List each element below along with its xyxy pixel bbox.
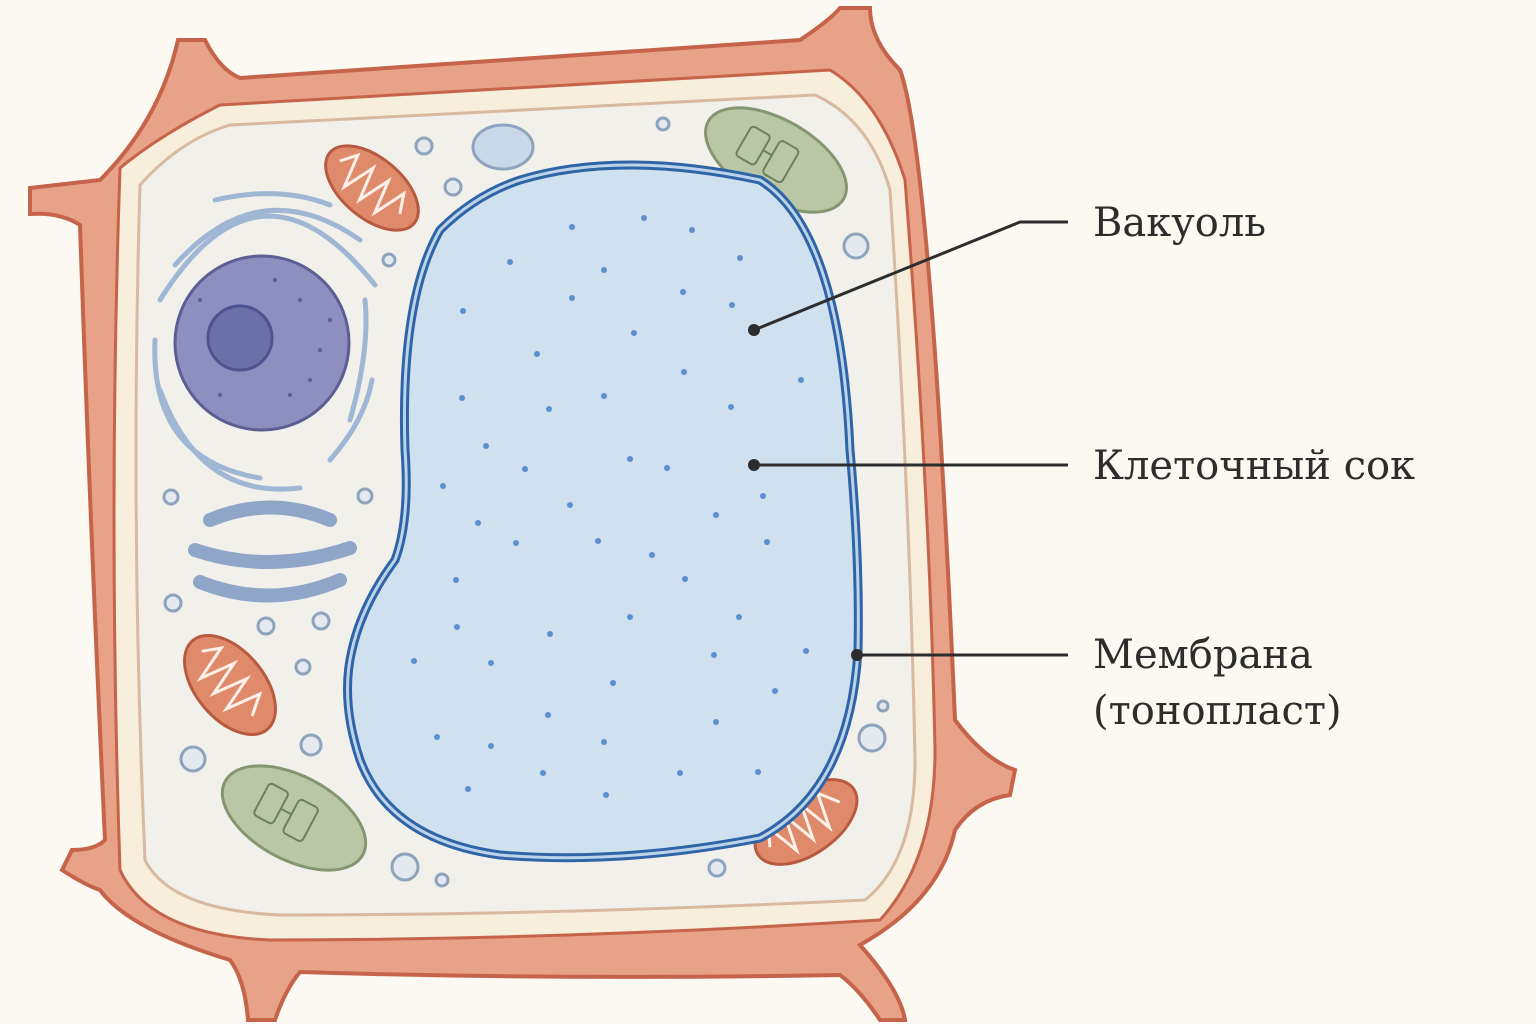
endoplasmic-reticulum (152, 191, 378, 492)
leader-lines (753, 220, 1068, 657)
vesicles (162, 116, 890, 888)
nucleolus (206, 304, 274, 372)
cell-sap-label: Клеточный сок (1093, 443, 1415, 489)
nucleus (173, 254, 351, 432)
vacuole-pointer-dot (748, 324, 760, 336)
vacuole-leader-line (753, 220, 1068, 332)
tonoplast-highlight (346, 163, 860, 860)
cell-sap-pointer-dot (748, 459, 760, 471)
chloroplast-bottom (220, 764, 368, 872)
mitochondrion-left (183, 633, 277, 737)
golgi-apparatus (188, 500, 357, 603)
cell-sap-particles (411, 215, 809, 798)
vacuole (343, 160, 863, 863)
membrane-pointer-dot (851, 649, 863, 661)
membrane-label-line1: Мембрана (1093, 632, 1313, 678)
membrane-label-line2: (тонопласт) (1093, 688, 1342, 734)
vacuole-label: Вакуоль (1093, 200, 1266, 246)
leader-dots (748, 324, 863, 661)
mitochondrion-top (324, 144, 420, 232)
